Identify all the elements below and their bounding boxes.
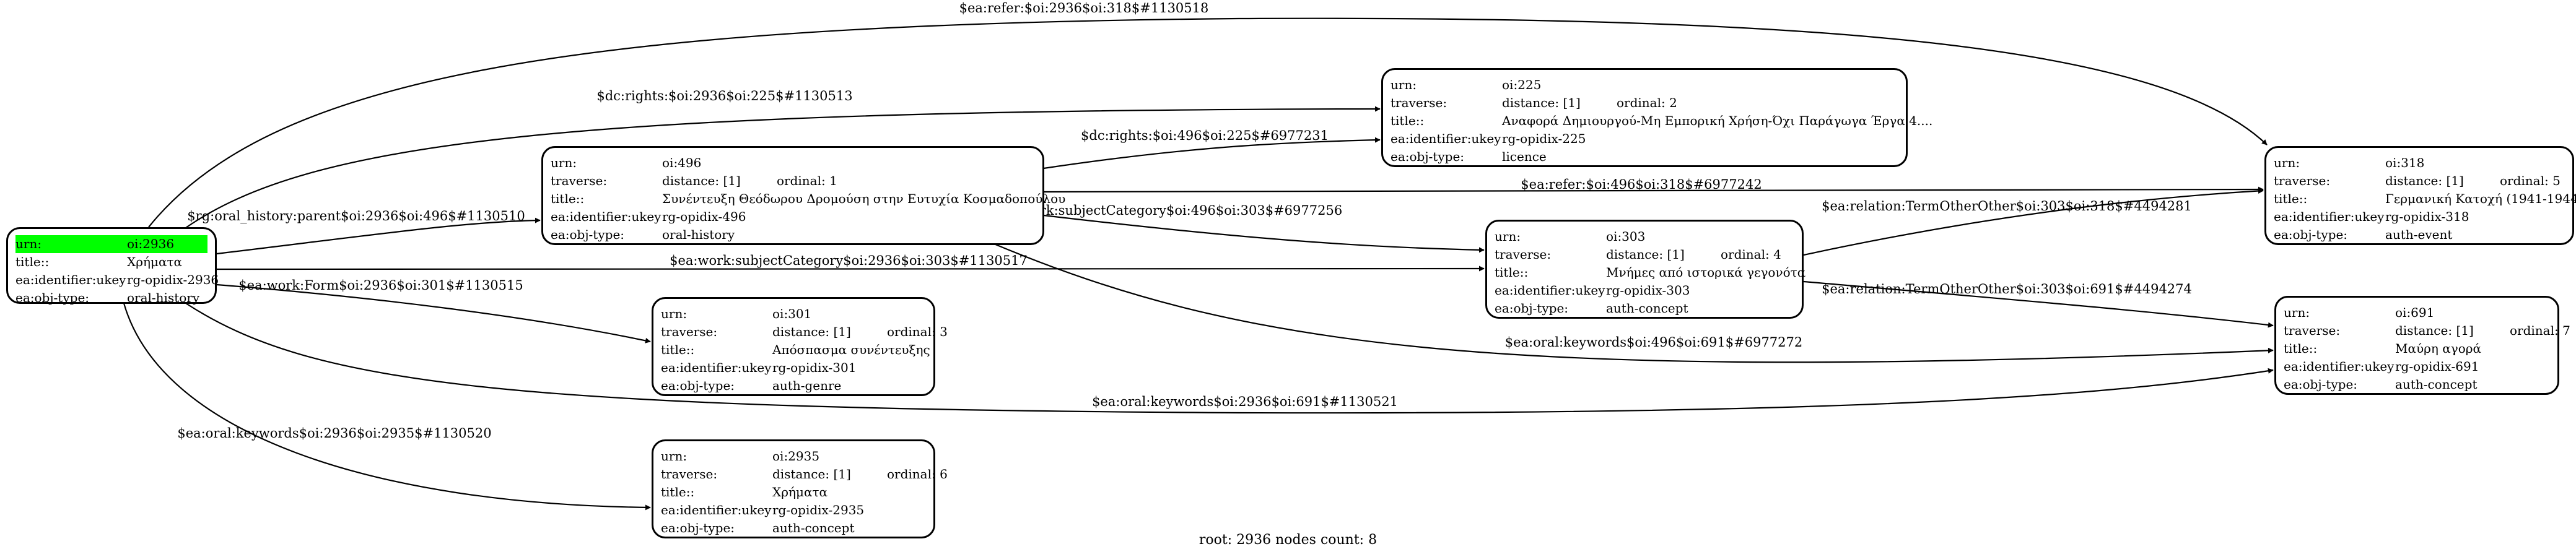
edge-label: $ea:refer:$oi:2936$oi:318$#1130518 bbox=[959, 1, 1209, 15]
node-row-title: title::Χρήματα bbox=[15, 254, 183, 269]
node-row-traverse: traverse:distance: [1]ordinal: 6 bbox=[661, 467, 948, 481]
edge-label: $ea:oral:keywords$oi:496$oi:691$#6977272 bbox=[1505, 335, 1803, 350]
edge-subjcat-496-303 bbox=[1043, 214, 1485, 253]
node-row-obj-type: ea:obj-type:auth-concept bbox=[661, 520, 855, 535]
edge-label: $ea:oral:keywords$oi:2936$oi:691$#113052… bbox=[1092, 394, 1398, 409]
node-row-urn: urn:oi:301 bbox=[661, 306, 812, 321]
node-row-urn: urn:oi:496 bbox=[551, 155, 702, 170]
edge-rights-2936-225 bbox=[185, 106, 1381, 228]
node-oi-691[interactable]: urn:oi:691 traverse:distance: [1]ordinal… bbox=[2274, 296, 2570, 395]
edge-label: $rg:oral_history:parent$oi:2936$oi:496$#… bbox=[187, 209, 525, 223]
node-row-title: title::Γερμανική Κατοχή (1941-1944) bbox=[2274, 191, 2576, 206]
node-oi-301[interactable]: urn:oi:301 traverse:distance: [1]ordinal… bbox=[652, 297, 948, 396]
edge-label: $ea:work:subjectCategory$oi:2936$oi:303$… bbox=[670, 253, 1028, 268]
edge-rights-496-225 bbox=[1043, 137, 1381, 170]
edge-form-2936-301 bbox=[216, 283, 651, 343]
node-oi-2935[interactable]: urn:oi:2935 traverse:distance: [1]ordina… bbox=[652, 439, 948, 538]
node-row-title: title::Αναφορά Δημιουργού-Μη Εμπορική Χρ… bbox=[1391, 113, 1933, 128]
node-row-urn: urn:oi:318 bbox=[2274, 155, 2425, 170]
edge-label: $ea:work:Form$oi:2936$oi:301$#1130515 bbox=[238, 278, 523, 293]
edge-label: $dc:rights:$oi:496$oi:225$#6977231 bbox=[1081, 128, 1329, 143]
node-oi-2936[interactable]: urn:oi:2936 title::Χρήματα ea:identifier… bbox=[6, 227, 219, 305]
edge-label: $ea:relation:TermOtherOther$oi:303$oi:69… bbox=[1822, 282, 2192, 296]
node-oi-318[interactable]: urn:oi:318 traverse:distance: [1]ordinal… bbox=[2264, 146, 2576, 245]
node-row-traverse: traverse:distance: [1]ordinal: 4 bbox=[1495, 247, 1781, 262]
node-row-obj-type: ea:obj-type:auth-concept bbox=[2284, 377, 2478, 392]
edge-refer-2936-318 bbox=[148, 17, 2268, 228]
node-row-urn: urn:oi:2936 bbox=[15, 235, 207, 253]
node-oi-225[interactable]: urn:oi:225 traverse:distance: [1]ordinal… bbox=[1381, 68, 1933, 167]
node-row-traverse: traverse:distance: [1]ordinal: 2 bbox=[1391, 95, 1677, 110]
node-row-obj-type: ea:obj-type:licence bbox=[1391, 149, 1547, 164]
node-row-traverse: traverse:distance: [1]ordinal: 7 bbox=[2284, 323, 2570, 338]
node-row-traverse: traverse:distance: [1]ordinal: 3 bbox=[661, 324, 948, 339]
node-row-title: title::Χρήματα bbox=[661, 485, 828, 499]
node-row-urn: urn:oi:303 bbox=[1495, 229, 1646, 244]
edge-label: $ea:work:subjectCategory$oi:496$oi:303$#… bbox=[993, 203, 1342, 218]
node-row-urn: urn:oi:691 bbox=[2284, 305, 2435, 320]
edge-keywords-2936-2935 bbox=[123, 303, 651, 511]
node-row-obj-type: ea:obj-type:oral-history bbox=[551, 227, 735, 242]
node-row-title: title::Μνήμες από ιστορικά γεγονότα bbox=[1495, 265, 1806, 280]
edge-label: $ea:relation:TermOtherOther$oi:303$oi:31… bbox=[1822, 199, 2192, 214]
node-row-traverse: traverse:distance: [1]ordinal: 5 bbox=[2274, 173, 2561, 188]
edge-relation-303-691 bbox=[1803, 280, 2274, 328]
edge-relation-303-318 bbox=[1803, 188, 2264, 256]
edge-label: $ea:oral:keywords$oi:2936$oi:2935$#11305… bbox=[177, 426, 491, 441]
edge-label: $ea:refer:$oi:496$oi:318$#6977242 bbox=[1521, 177, 1762, 192]
node-row-obj-type: ea:obj-type:auth-concept bbox=[1495, 301, 1688, 316]
node-row-traverse: traverse:distance: [1]ordinal: 1 bbox=[551, 173, 837, 188]
edge-parent-2936-496 bbox=[216, 217, 541, 255]
node-row-obj-type: ea:obj-type:auth-event bbox=[2274, 227, 2453, 242]
edge-keywords-2936-691 bbox=[185, 303, 2274, 414]
node-row-title: title::Μαύρη αγορά bbox=[2284, 341, 2482, 356]
node-row-title: title::Συνέντευξη Θεόδωρου Δρομούση στην… bbox=[551, 191, 1066, 206]
node-oi-496[interactable]: urn:oi:496 traverse:distance: [1]ordinal… bbox=[541, 146, 1066, 245]
edge-keywords-496-691 bbox=[990, 241, 2274, 363]
edge-refer-496-318 bbox=[1043, 186, 2264, 193]
edge-label: $dc:rights:$oi:2936$oi:225$#1130513 bbox=[596, 89, 852, 103]
node-row-obj-type: ea:obj-type:auth-genre bbox=[661, 378, 842, 393]
node-oi-303[interactable]: urn:oi:303 traverse:distance: [1]ordinal… bbox=[1485, 220, 1806, 319]
node-row-urn: urn:oi:2935 bbox=[661, 449, 820, 464]
node-row-urn: urn:oi:225 bbox=[1391, 77, 1542, 92]
graph-caption: root: 2936 nodes count: 8 bbox=[1198, 532, 1378, 548]
node-row-obj-type: ea:obj-type:oral-history bbox=[15, 290, 200, 305]
node-row-title: title::Απόσπασμα συνέντευξης bbox=[661, 342, 930, 357]
